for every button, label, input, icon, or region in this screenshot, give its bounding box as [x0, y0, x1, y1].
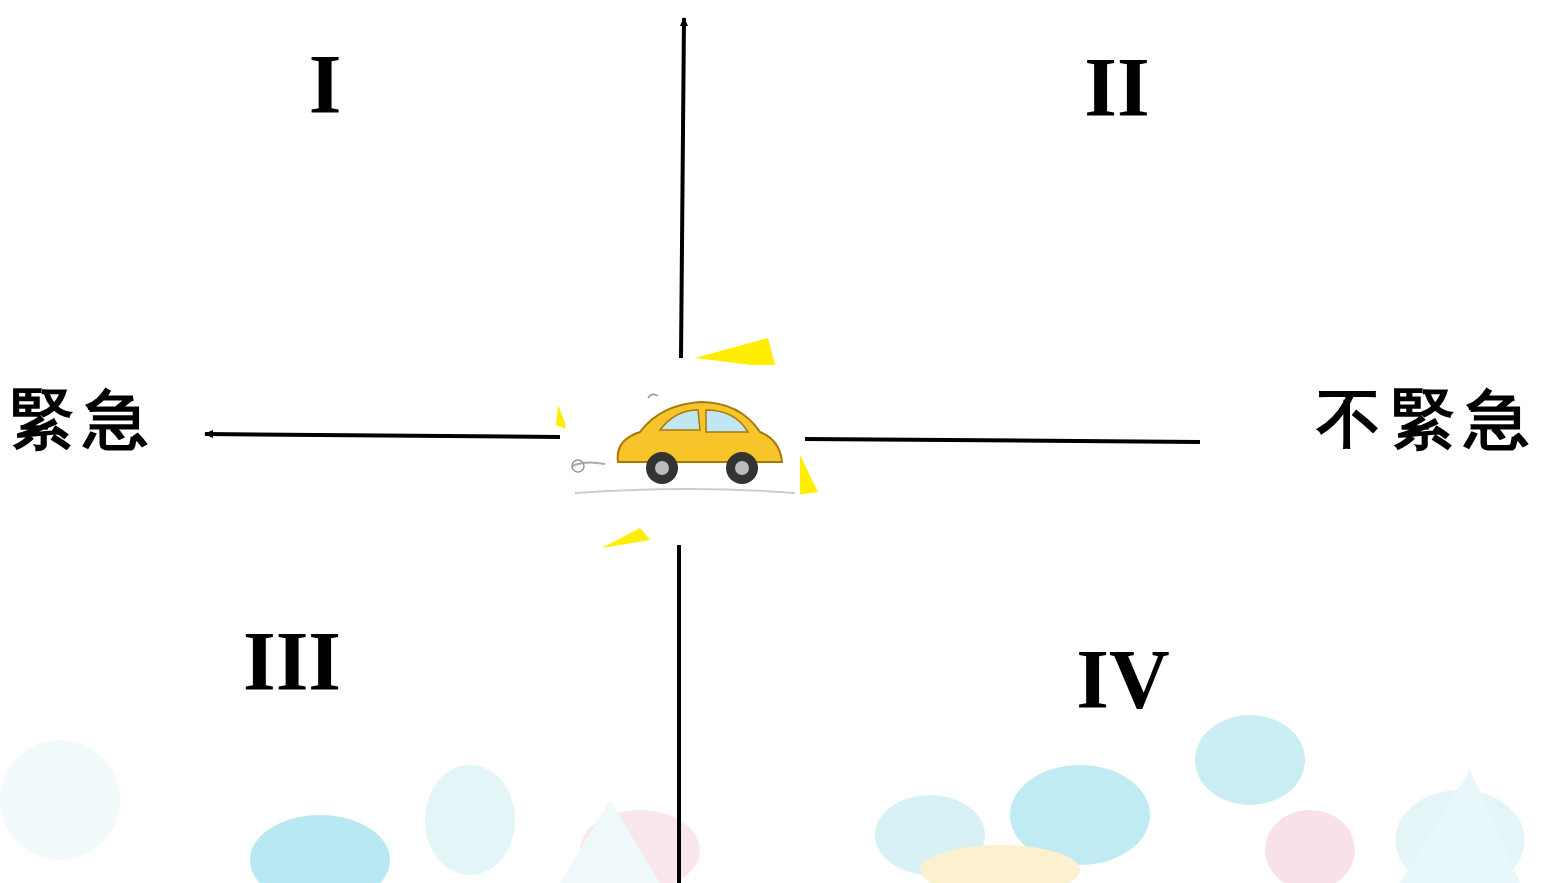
axes — [205, 18, 1200, 883]
car-picture — [556, 338, 818, 548]
axis-label: 緊急 — [10, 388, 158, 452]
quadrant-number: III — [243, 620, 341, 704]
quadrant-number: II — [1084, 46, 1149, 130]
quadrant-number: I — [309, 43, 342, 127]
axis-label: 不緊急 — [1317, 388, 1539, 452]
flower-background — [0, 715, 1525, 883]
quadrant-number: IV — [1076, 638, 1169, 722]
